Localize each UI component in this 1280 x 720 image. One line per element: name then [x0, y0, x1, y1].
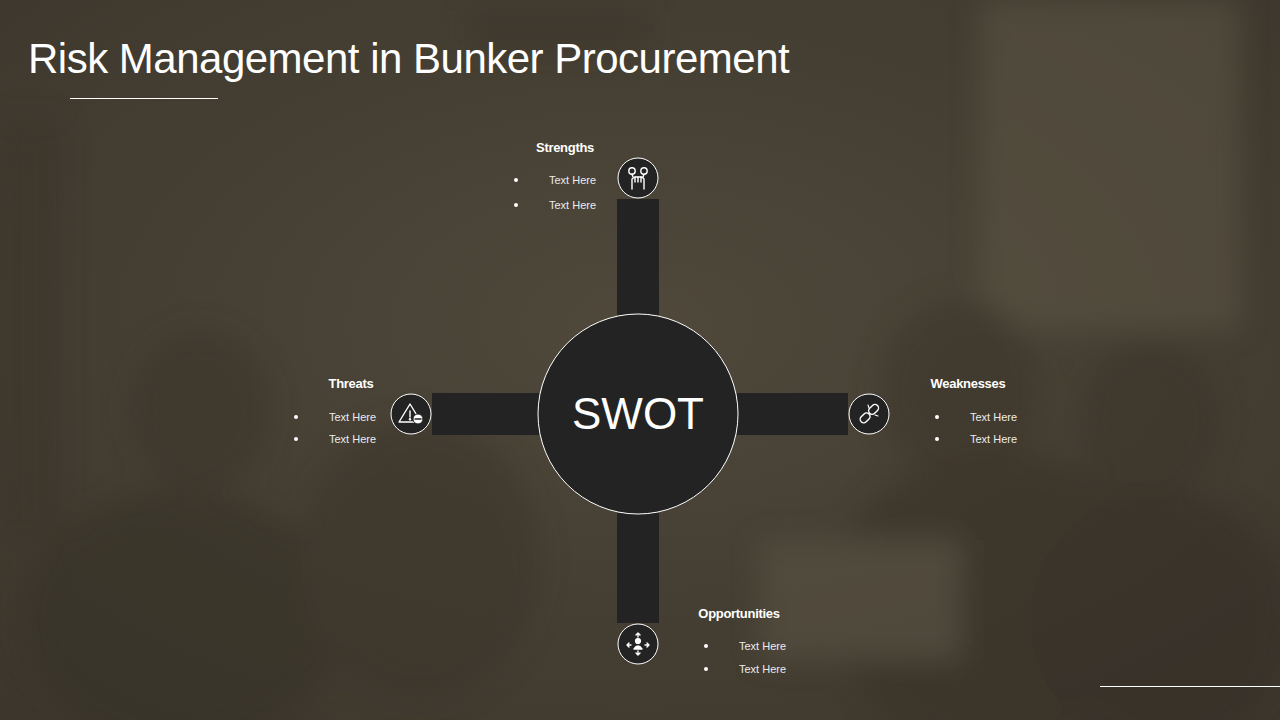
hub-label: SWOT: [537, 313, 739, 515]
icon-badge: [617, 157, 659, 199]
slide-title: Risk Management in Bunker Procurement: [28, 38, 789, 80]
swot-quadrant: OpportunitiesText HereText Here: [617, 623, 659, 665]
bullet-item: Text Here: [935, 410, 1017, 424]
bullet-item: Text Here: [704, 639, 786, 653]
hub-label-run: SWOT: [572, 392, 704, 436]
title-underline: [70, 98, 218, 99]
arm-bar: [432, 393, 539, 435]
bullet-item: Text Here: [704, 662, 786, 676]
swot-quadrant: StrengthsText HereText Here: [617, 157, 659, 199]
hub-circle: SWOT: [537, 313, 739, 515]
bullet-item: Text Here: [294, 432, 376, 446]
circle-outline: [849, 394, 889, 434]
arm-bar: [617, 513, 659, 623]
icon-badge: [848, 393, 890, 435]
circle-outline: [538, 314, 738, 514]
circle-outline: [391, 394, 431, 434]
swot-quadrant: WeaknessesText HereText Here: [848, 393, 890, 435]
icon-badge: [390, 393, 432, 435]
warn-icon: [399, 404, 423, 424]
fist-icon: [629, 168, 647, 189]
quadrant-heading: Strengths: [536, 140, 594, 156]
circle-outline: [618, 158, 658, 198]
bullet-item: Text Here: [514, 198, 596, 212]
footer-rule: [1100, 686, 1280, 687]
circle-outline: [618, 624, 658, 664]
arm-bar: [617, 199, 659, 315]
bullet-item: Text Here: [294, 410, 376, 424]
chain-icon: [859, 403, 880, 424]
bullet-item: Text Here: [514, 173, 596, 187]
quadrant-heading: Opportunities: [698, 606, 779, 622]
quadrant-heading: Threats: [329, 376, 374, 392]
arm-bar: [737, 393, 848, 435]
quadrant-heading: Weaknesses: [931, 376, 1006, 392]
bullet-item: Text Here: [935, 432, 1017, 446]
person-icon: [627, 633, 649, 655]
icon-badge: [617, 623, 659, 665]
swot-quadrant: ThreatsText HereText Here: [390, 393, 432, 435]
